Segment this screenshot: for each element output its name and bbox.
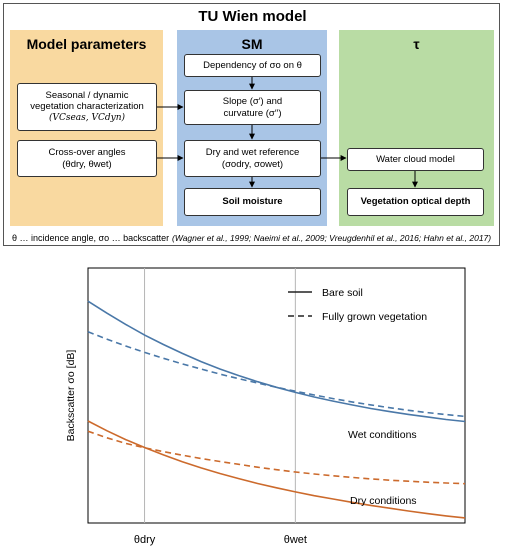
crossover-line1: Cross-over angles: [48, 146, 126, 158]
water-cloud-model-box: Water cloud model: [347, 148, 484, 171]
annotation-wet: Wet conditions: [348, 429, 417, 441]
series-wet-bare-soil: [87, 300, 466, 423]
crossover-angles-box: Cross-over angles (θdry, θwet): [17, 140, 157, 177]
legend-label-1: Fully grown vegetation: [322, 311, 427, 323]
vod-box: Vegetation optical depth: [347, 188, 484, 216]
slope-curvature-box: Slope (σ′) and curvature (σ′′): [184, 90, 321, 125]
drywet-line1: Dry and wet reference: [205, 146, 300, 158]
vod-text: Vegetation optical depth: [360, 196, 471, 208]
dry-wet-reference-box: Dry and wet reference (σodry, σowet): [184, 140, 321, 177]
series-dry-bare-soil: [87, 420, 466, 519]
footnote-references: (Wagner et al., 1999; Naeimi et al., 200…: [172, 233, 492, 243]
footnote-definitions: θ … incidence angle, σo … backscatter: [12, 233, 170, 243]
vegetation-characterization-box: Seasonal / dynamic vegetation characteri…: [17, 83, 157, 131]
panel-title-params: Model parameters: [26, 36, 147, 52]
slope-line2: curvature (σ′′): [223, 107, 282, 119]
water-cloud-text: Water cloud model: [376, 153, 455, 165]
soil-moisture-box: Soil moisture: [184, 188, 321, 216]
vegetation-line3: (VCseas, VCdyn): [48, 113, 126, 124]
y-axis-label: Backscatter σo [dB]: [65, 350, 77, 442]
drywet-line2: (σodry, σowet): [221, 158, 284, 170]
annotation-dry: Dry conditions: [350, 495, 417, 507]
series-dry-vegetation: [87, 430, 466, 485]
x-tick-label-1: θwet: [284, 534, 307, 546]
dependency-box: Dependency of σo on θ: [184, 54, 321, 77]
vegetation-line1: Seasonal / dynamic: [45, 89, 129, 101]
panel-title-tau: τ: [413, 36, 420, 52]
dependency-text: Dependency of σo on θ: [203, 59, 302, 71]
plot-frame: [87, 267, 466, 524]
x-tick-label-0: θdry: [134, 534, 156, 546]
diagram-title: TU Wien model: [198, 8, 307, 25]
vegetation-line2: vegetation characterization: [30, 101, 144, 113]
crossover-line2: (θdry, θwet): [62, 158, 112, 170]
series-wet-vegetation: [87, 331, 466, 418]
soil-moisture-text: Soil moisture: [222, 196, 283, 208]
panel-title-sm: SM: [241, 36, 263, 52]
legend-label-0: Bare soil: [322, 287, 363, 299]
slope-line1: Slope (σ′) and: [222, 95, 283, 107]
